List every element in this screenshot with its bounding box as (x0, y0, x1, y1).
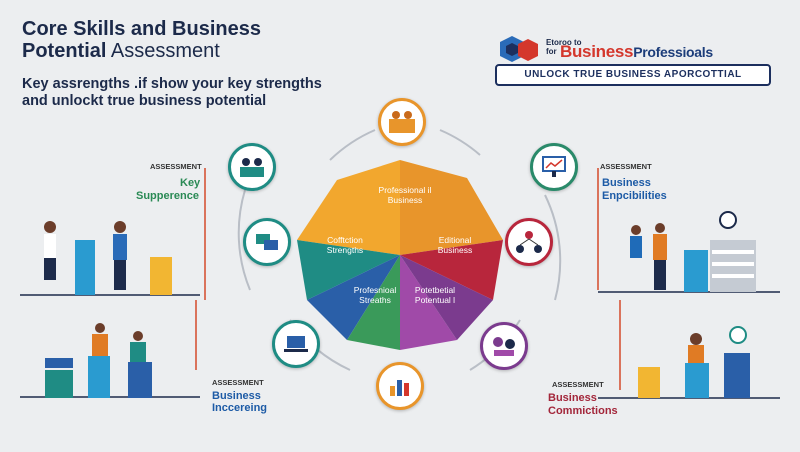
discussion-icon (480, 322, 528, 370)
left-bottom-line2: Inccereing (212, 402, 268, 414)
right-top-assessment-label: ASSESSMENT (600, 162, 652, 171)
meeting-icon (228, 143, 276, 191)
presentation-icon (530, 143, 578, 191)
right-bottom-assessment-label: ASSESSMENT (552, 380, 604, 389)
left-top-assessment-label: ASSESSMENT (150, 162, 202, 171)
wheel-segment-bottom (347, 255, 400, 350)
wheel-segment-bottom-left (307, 255, 400, 340)
left-top-line2: Supperence (136, 190, 199, 202)
collaboration-icon (243, 218, 291, 266)
wheel-segment-right (400, 240, 503, 300)
left-bottom-assessment-label: ASSESSMENT (212, 378, 264, 387)
right-top-line1: Business (602, 177, 651, 189)
title-line2-bold: Potential (22, 40, 107, 62)
title-line2-light: Assessment (106, 40, 220, 62)
wheel-segment-top (400, 160, 503, 255)
title-line1: Core Skills and Business (22, 18, 261, 40)
chart-icon (376, 362, 424, 410)
wheel-segment-top-left (297, 160, 400, 255)
right-bottom-illustration (638, 326, 750, 398)
right-bottom-line1: Business (548, 392, 597, 404)
right-top-line2: Enpcibilities (602, 190, 667, 202)
wheel-segment-bottom-right (400, 255, 457, 350)
skills-wheel (297, 160, 503, 350)
subtitle: Key assrengths .if show your key strengt… (22, 76, 342, 110)
left-top-line1: Key (180, 177, 201, 189)
network-icon (505, 218, 553, 266)
left-bottom-line1: Business (212, 390, 261, 402)
brand-banner: UNLOCK TRUE BUSINESS APORCOTTIAL (495, 64, 771, 86)
left-bottom-illustration (45, 323, 152, 398)
wheel-segment-right-lower (400, 255, 493, 340)
brand-emblem-icon (500, 36, 538, 62)
right-top-illustration (630, 211, 756, 292)
left-top-illustration (44, 221, 172, 295)
subtitle-line2: and unlockt true business potential (22, 93, 267, 109)
brand-title: BusinessProfessioals (560, 42, 713, 61)
wheel-segment-left (297, 240, 400, 300)
right-bottom-line2: Commictions (548, 405, 618, 417)
team-icon (378, 98, 426, 146)
page-title: Core Skills and Business Potential Asses… (22, 18, 322, 62)
subtitle-line1: Key assrengths .if show your key strengt… (22, 76, 322, 92)
laptop-icon (272, 320, 320, 368)
